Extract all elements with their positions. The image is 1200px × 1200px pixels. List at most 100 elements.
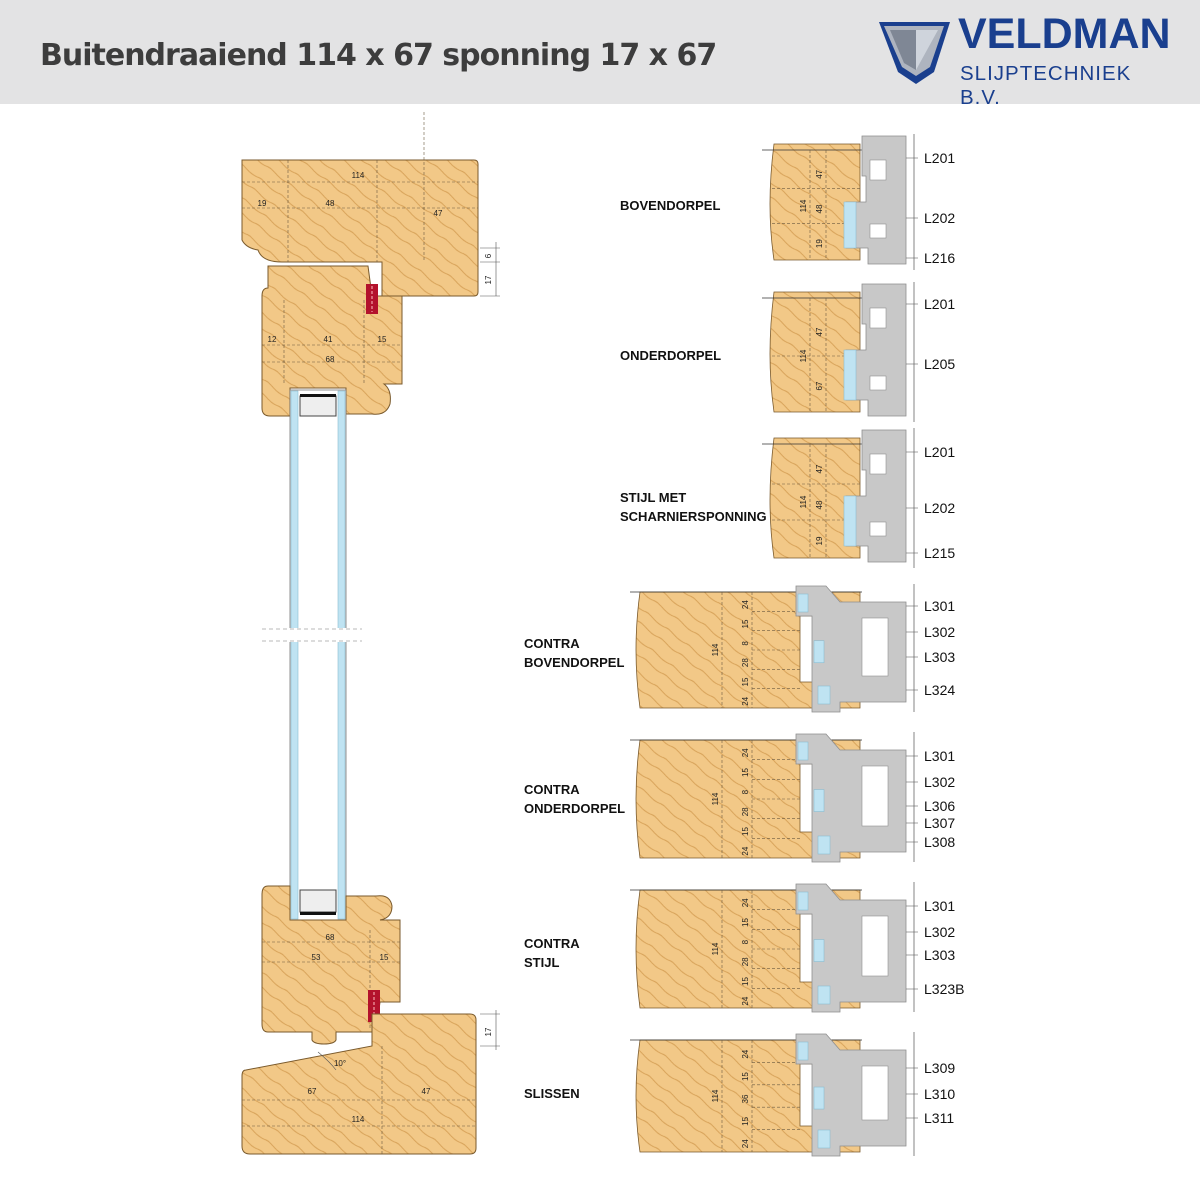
cutter-tool-gap — [861, 1065, 889, 1121]
profile-dim-label: 8 — [741, 641, 750, 646]
cutter-tool — [795, 733, 907, 863]
tool-code-l324: L324 — [924, 682, 956, 698]
tool-code-l311: L311 — [924, 1110, 955, 1126]
top-frame-part-label: 48 — [326, 199, 335, 208]
profile-dim-label: 24 — [741, 1139, 750, 1148]
glass-pane — [337, 390, 346, 920]
profile-dim-label: 15 — [741, 977, 750, 986]
cutter-tool-gap — [861, 915, 889, 977]
top-frame-width-label: 114 — [352, 171, 365, 180]
tool-code-l302: L302 — [924, 924, 956, 940]
profile-wood — [769, 291, 861, 413]
profile-dim-label: 24 — [741, 748, 750, 757]
angle-arc — [317, 1051, 337, 1071]
profile-label-5: CONTRA ONDERDORPEL — [524, 782, 626, 816]
top-frame-part-label: 19 — [258, 199, 267, 208]
cutter-insert — [843, 349, 857, 401]
profile-dim-label: 8 — [741, 789, 750, 794]
tool-code-l205: L205 — [924, 356, 956, 372]
tool-code-l308: L308 — [924, 834, 956, 850]
top-frame-part-label: 47 — [434, 209, 443, 218]
veldman-logo: VELDMAN SLIJPTECHNIEK B.V. — [876, 10, 1176, 109]
bottom-frame — [241, 1013, 477, 1155]
cutter-insert — [797, 891, 809, 911]
profile-dim-label: 28 — [741, 807, 750, 816]
profile-dim-label: 15 — [741, 768, 750, 777]
cutter-tool-gap — [869, 307, 887, 329]
cutter-insert — [817, 685, 831, 705]
cutter-insert — [797, 1041, 809, 1061]
tool-code-l303: L303 — [924, 649, 956, 665]
tool-code-l216: L216 — [924, 250, 956, 266]
glass-spacer-top-edge — [300, 394, 336, 397]
top-sash-part-label: 41 — [324, 335, 333, 344]
profile-wood — [769, 143, 861, 261]
cutter-tool — [795, 1033, 907, 1157]
logo-wordmark: VELDMAN — [958, 10, 1171, 58]
bottom-sash-part-label: 15 — [380, 953, 389, 962]
bottom-frame-width-label: 114 — [352, 1115, 365, 1124]
profile-total-label: 114 — [711, 643, 720, 656]
profile-total-label: 114 — [799, 199, 808, 212]
profile-dim-label: 47 — [815, 327, 824, 336]
veldman-shield-icon — [879, 22, 950, 84]
profile-label-2: ONDERDORPEL — [620, 348, 722, 363]
glass-spacer-bottom — [299, 889, 337, 913]
cutter-tool-gap — [869, 223, 887, 239]
profile-label-3: STIJL MET SCHARNIERSPONNING — [620, 490, 767, 524]
cutter-insert — [813, 640, 825, 664]
tool-code-l201: L201 — [924, 296, 956, 312]
tool-code-l306: L306 — [924, 798, 956, 814]
profile-dim-label: 15 — [741, 918, 750, 927]
bottom-sash-width-label: 68 — [326, 933, 335, 942]
glass-break — [276, 628, 364, 642]
cutter-insert — [813, 1086, 825, 1110]
bottom-frame-part-label: 47 — [422, 1087, 431, 1096]
tool-code-l303: L303 — [924, 947, 956, 963]
profile-dim-label: 48 — [815, 204, 824, 213]
profile-dim-label: 15 — [741, 827, 750, 836]
bottom-sash — [261, 885, 401, 1045]
top-sash-part-label: 12 — [268, 335, 277, 344]
profile-dim-label: 47 — [815, 169, 824, 178]
tool-code-l323b: L323B — [924, 981, 965, 997]
tool-code-l301: L301 — [924, 598, 956, 614]
bottom-rebate-label: 17 — [484, 1027, 493, 1036]
header-bar — [0, 0, 1200, 104]
cutter-insert — [843, 201, 857, 249]
profile-dim-label: 48 — [815, 500, 824, 509]
profile-dim-label: 15 — [741, 1116, 750, 1125]
glass-cavity — [289, 389, 347, 921]
bottom-frame-angle-label: 10° — [334, 1059, 346, 1068]
tool-code-l201: L201 — [924, 150, 956, 166]
cutter-tool-gap — [869, 453, 887, 475]
profile-dim-label: 15 — [741, 619, 750, 628]
cutter-insert — [797, 593, 809, 613]
cutter-insert — [817, 985, 831, 1005]
tool-code-l202: L202 — [924, 210, 956, 226]
profile-total-label: 114 — [711, 942, 720, 955]
cutter-insert — [817, 835, 831, 855]
tool-code-l201: L201 — [924, 444, 956, 460]
profile-total-label: 114 — [711, 792, 720, 805]
cutter-insert — [797, 741, 809, 761]
cutter-tool — [795, 883, 907, 1013]
tool-code-l302: L302 — [924, 774, 956, 790]
profile-label-6: CONTRA STIJL — [524, 936, 580, 970]
glass-spacer-bottom-edge — [300, 912, 336, 915]
profile-dim-label: 47 — [815, 464, 824, 473]
profile-dim-label: 24 — [741, 846, 750, 855]
profile-dim-label: 28 — [741, 658, 750, 667]
profile-wood — [635, 739, 861, 859]
cutter-insert — [813, 789, 825, 812]
glass-pane — [290, 390, 299, 920]
tool-code-l215: L215 — [924, 545, 956, 561]
tool-code-l302: L302 — [924, 624, 956, 640]
